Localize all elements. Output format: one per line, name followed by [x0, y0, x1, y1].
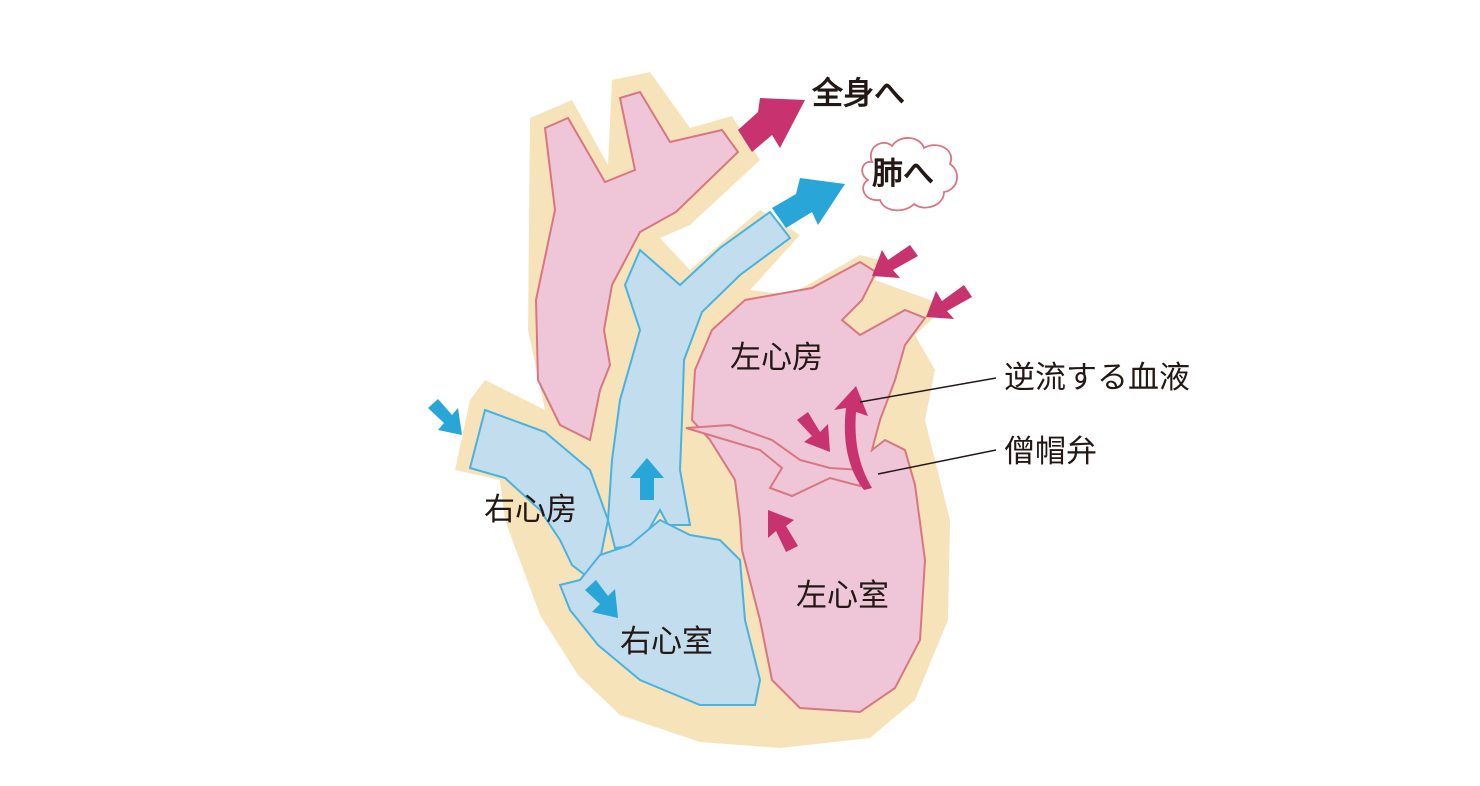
regurgitant-blood-arrow — [834, 386, 872, 490]
left-ventricle-label: 左心室 — [796, 578, 889, 614]
lungs-cloud — [861, 137, 958, 212]
right-ventricle-inflow-arrow — [585, 580, 618, 618]
pulmonary-vein-arrow — [926, 285, 972, 319]
right-atrium — [468, 408, 610, 577]
regurgitant-blood-label: 逆流する血液 — [1004, 360, 1190, 396]
left-atrium-label: 左心房 — [730, 340, 823, 376]
to-body-label: 全身へ — [811, 76, 905, 112]
mitral-valve-leader — [877, 449, 997, 475]
mitral-valve-leaflets — [685, 423, 864, 498]
pulmonary-outflow-arrow — [630, 458, 664, 500]
right-ventricle — [558, 518, 762, 706]
to-lungs-label: 肺へ — [872, 156, 934, 192]
to-lungs-arrow — [772, 178, 845, 228]
right-ventricle-label: 右心室 — [620, 624, 713, 660]
to-body-arrow — [738, 98, 805, 152]
right-atrium-label: 右心房 — [484, 492, 577, 528]
pulmonary-vein-arrow — [872, 245, 918, 278]
inflow-arrow-left-atrium — [797, 412, 830, 452]
regurgitant-blood-leader — [859, 377, 997, 403]
vena-cava-arrow — [428, 399, 462, 435]
mitral-valve-label: 僧帽弁 — [1004, 434, 1097, 470]
aorta — [534, 90, 740, 442]
inflow-arrow-left-ventricle — [768, 510, 798, 552]
